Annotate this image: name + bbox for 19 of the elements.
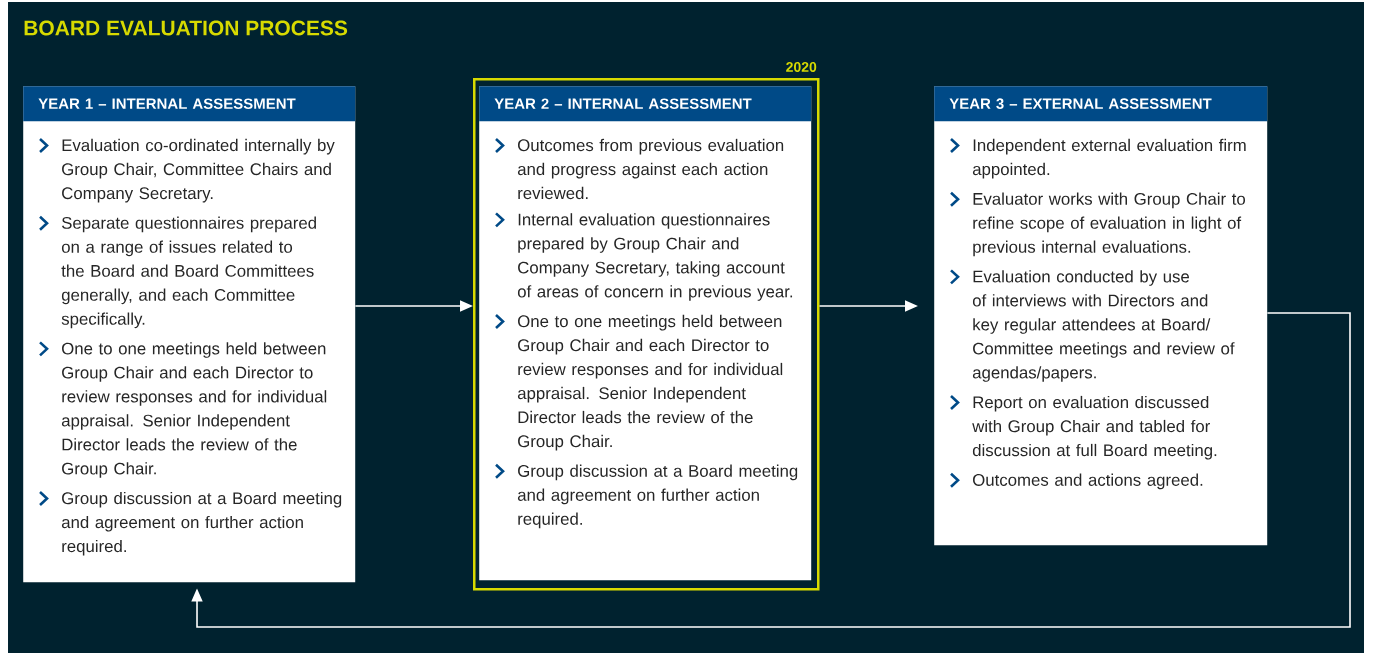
bullet-item: Group discussion at a Board meeting and agreement on further action required.	[39, 491, 342, 556]
panel-header: YEAR 1 – INTERNAL ASSESSMENT	[23, 86, 356, 122]
bullet-item: One to one meetings held between Group Chair and each Director to review responses and for individual appraisal. Senior Independent Director leads the review of the Group Chair.	[495, 314, 783, 451]
bullet-item: Evaluation co-ordinated internally by Group Chair, Committee Chairs and Company Secretary.	[39, 138, 335, 203]
arrow	[191, 312, 1351, 628]
bullet-item: Group discussion at a Board meeting and agreement on further action required.	[495, 463, 798, 529]
title: BOARD EVALUATION PROCESS	[24, 20, 348, 36]
bullet-item: Independent external evaluation firm appointed.	[950, 138, 1246, 179]
bullet-item: Internal evaluation questionnaires prepared by Group Chair and Company Secretary, taking account of areas of concern in previous year.	[495, 212, 793, 301]
bullet-item: Evaluation conducted by use of interviews with Directors and key regular attendees at Board/ Committee meetings and review of agendas/papers.	[950, 269, 1235, 382]
panel-header: YEAR 2 – INTERNAL ASSESSMENT	[479, 86, 812, 122]
bullet-item: Separate questionnaires prepared on a range of issues related to the Board and Board Committees generally, and each Committee specifically.	[39, 215, 316, 329]
bullet-item: Outcomes and actions agreed.	[950, 472, 1203, 490]
bullet-item: Evaluator works with Group Chair to refine scope of evaluation in light of previous internal evaluations.	[950, 191, 1245, 257]
panel-header: YEAR 3 – EXTERNAL ASSESSMENT	[934, 86, 1268, 122]
bullet-item: Outcomes from previous evaluation and progress against each action reviewed.	[495, 138, 784, 200]
year-label: 2020	[786, 62, 817, 72]
bullet-item: One to one meetings held between Group Chair and each Director to review responses and for individual appraisal. Senior Independent Director leads the review of the Group Chair.	[39, 341, 327, 478]
bullet-item: Report on evaluation discussed with Group Chair and tabled for discussion at full Board meeting.	[950, 395, 1217, 460]
